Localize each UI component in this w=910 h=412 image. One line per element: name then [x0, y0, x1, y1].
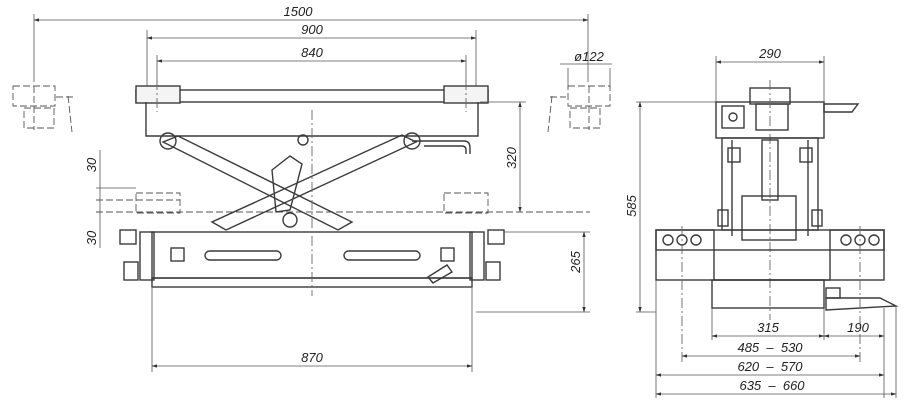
dim-290: 290 [715, 46, 825, 102]
dim-320-label: 320 [504, 146, 519, 168]
dim-265: 265 [476, 231, 590, 313]
dim-870: 870 [151, 288, 473, 372]
dim-315-190: 315 190 [711, 308, 885, 340]
lift-base [119, 110, 505, 296]
dim-stroke-30: 30 30 [84, 150, 136, 248]
dim-pad-diameter-label: ø122 [574, 49, 604, 64]
dim-range-2-label: 620 – 570 [737, 359, 803, 374]
dim-840-label: 840 [301, 45, 323, 60]
dim-265-label: 265 [568, 250, 583, 273]
dim-stroke-lower-label: 30 [84, 230, 99, 245]
scissor-mechanism [159, 132, 471, 231]
dim-range-3: 635 – 660 [655, 306, 897, 398]
right-phantom-arm [547, 85, 611, 133]
dim-900-label: 900 [301, 22, 323, 37]
dim-range-2: 620 – 570 [655, 280, 885, 398]
dim-315-label: 315 [757, 320, 779, 335]
side-head [715, 80, 860, 320]
dim-stroke-upper-label: 30 [84, 157, 99, 172]
dim-pad-diameter: ø122 [560, 49, 612, 88]
lowered-position-phantom [96, 192, 590, 214]
dim-840: 840 [156, 45, 467, 90]
dim-290-label: 290 [758, 46, 781, 61]
dim-range-1-label: 485 – 530 [737, 340, 803, 355]
left-phantom-arm [12, 85, 74, 133]
dim-870-label: 870 [301, 350, 323, 365]
dim-1500: 1500 [33, 4, 589, 82]
dim-585: 585 [624, 101, 716, 313]
dim-900: 900 [146, 22, 477, 90]
dim-320: 320 [480, 101, 526, 213]
dim-range-1: 485 – 530 [681, 340, 861, 358]
side-view: 290 585 [624, 46, 899, 398]
front-view: 1500 900 840 ø122 [12, 4, 612, 372]
dim-585-label: 585 [624, 194, 639, 216]
dim-190-label: 190 [847, 320, 869, 335]
dim-range-3-label: 635 – 660 [739, 378, 805, 393]
dim-1500-label: 1500 [284, 4, 314, 19]
lift-table-top [135, 80, 489, 137]
